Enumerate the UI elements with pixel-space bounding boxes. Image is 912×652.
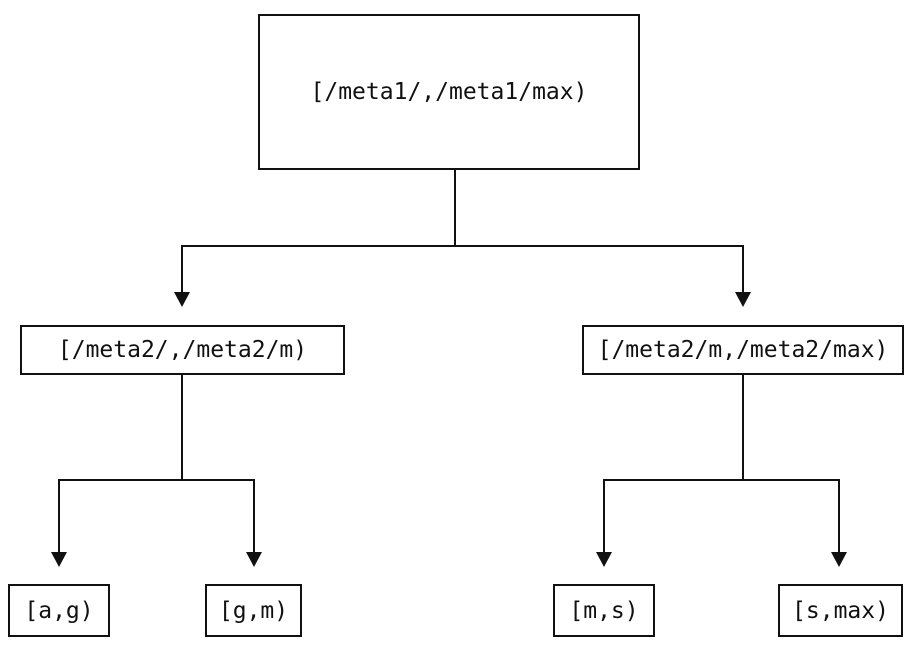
node-root-interval: [/meta1/,/meta1/max) — [258, 14, 640, 170]
node-leaf-smax: [s,max) — [778, 584, 903, 637]
node-leaf-ag: [a,g) — [8, 584, 110, 637]
arrow-down-icon — [596, 552, 612, 567]
node-label: [g,m) — [218, 597, 289, 624]
edge-right-to-leaf-smax-line — [838, 479, 840, 552]
edge-left-branch-line — [58, 479, 255, 481]
edge-root-branch-line — [181, 245, 744, 247]
arrow-down-icon — [51, 552, 67, 567]
edge-root-to-left-line — [181, 245, 183, 292]
edge-right-stem-line — [742, 375, 744, 481]
arrow-down-icon — [735, 292, 751, 307]
node-label: [/meta2/,/meta2/m) — [57, 337, 308, 363]
node-leaf-ms: [m,s) — [553, 584, 655, 637]
arrow-down-icon — [831, 552, 847, 567]
edge-right-branch-line — [603, 479, 840, 481]
edge-left-to-leaf-gm-line — [253, 479, 255, 552]
edge-left-stem-line — [181, 375, 183, 481]
node-leaf-gm: [g,m) — [205, 584, 302, 637]
node-label: [m,s) — [569, 597, 639, 624]
node-label: [/meta2/m,/meta2/max) — [597, 337, 889, 363]
node-label: [a,g) — [24, 597, 94, 624]
node-right-interval: [/meta2/m,/meta2/max) — [582, 325, 904, 375]
arrow-down-icon — [174, 292, 190, 307]
node-label: [s,max) — [792, 597, 889, 624]
edge-left-to-leaf-ag-line — [58, 479, 60, 552]
edge-root-stem-line — [454, 170, 456, 247]
arrow-down-icon — [246, 552, 262, 567]
node-label: [/meta1/,/meta1/max) — [310, 79, 588, 105]
edge-root-to-right-line — [742, 245, 744, 292]
node-left-interval: [/meta2/,/meta2/m) — [20, 325, 345, 375]
edge-right-to-leaf-ms-line — [603, 479, 605, 552]
